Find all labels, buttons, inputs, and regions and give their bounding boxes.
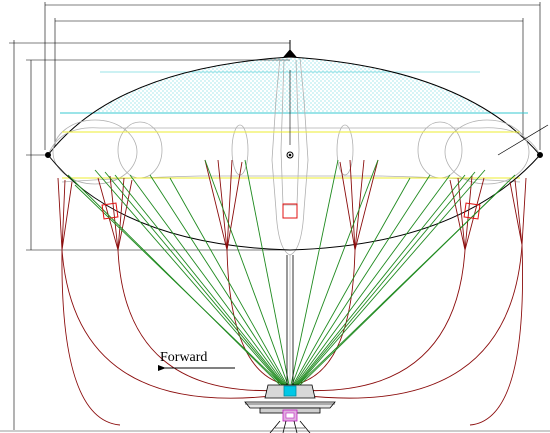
central-mast <box>286 255 294 385</box>
dimension-lines <box>9 2 541 430</box>
suspension-lines-green <box>67 159 516 387</box>
yellow-frame-lines <box>62 131 520 179</box>
upper-canopy <box>47 56 541 156</box>
gondola <box>244 384 336 433</box>
hull-outline <box>45 40 549 251</box>
forward-label: Forward <box>160 350 207 365</box>
attachment-markers <box>101 202 481 220</box>
forward-indicator: Forward <box>158 350 235 371</box>
